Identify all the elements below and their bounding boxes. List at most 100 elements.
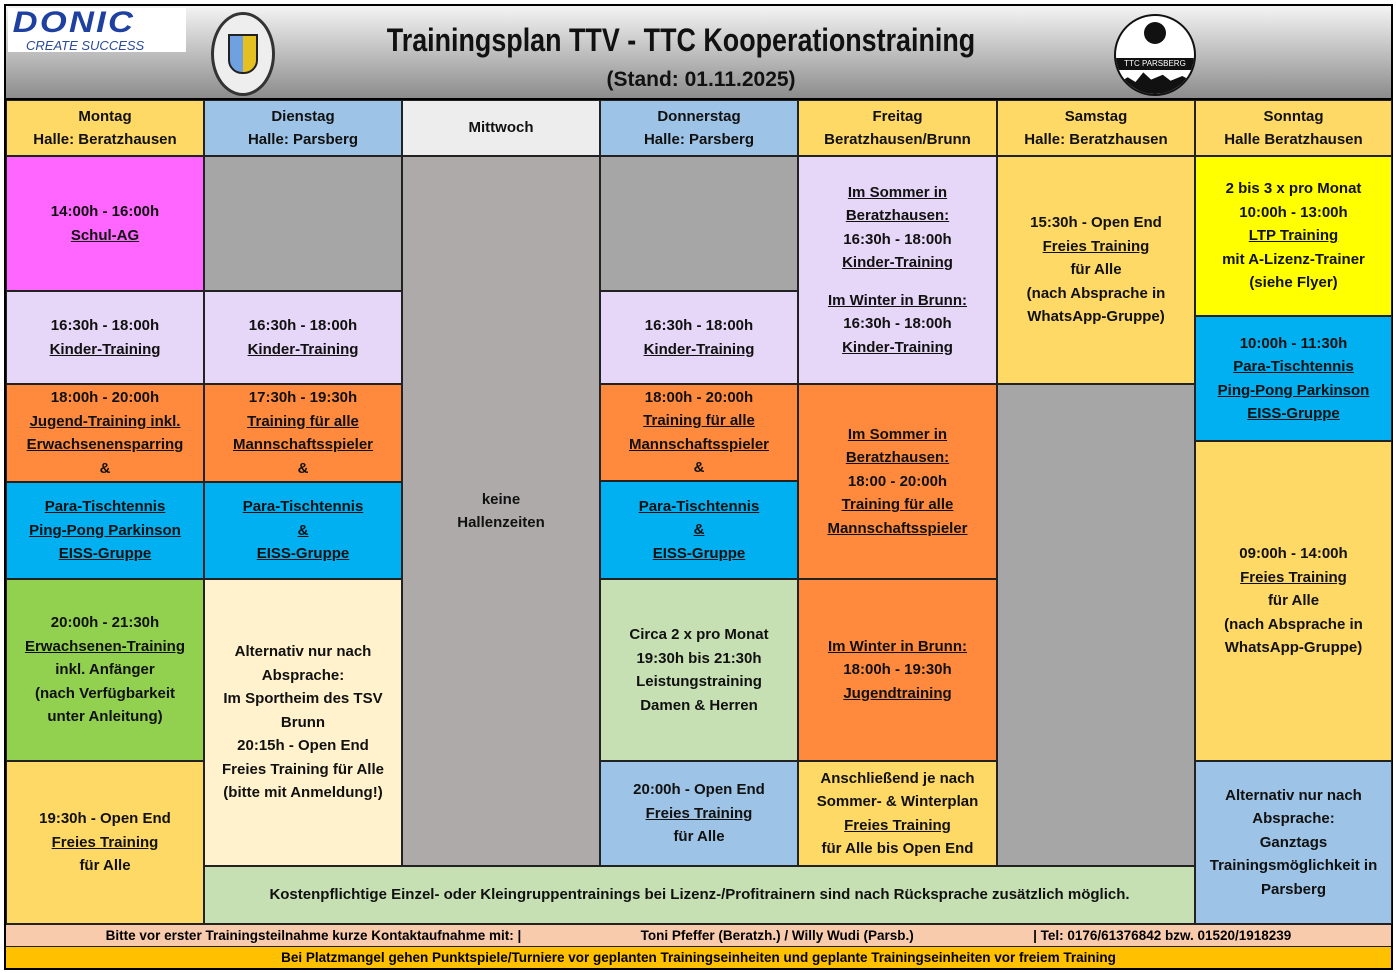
contact-label: Bitte vor erster Trainingsteilnahme kurz… — [105, 928, 522, 943]
cell-line: Freies Training — [844, 816, 951, 834]
cell-line: Alternativ nur nach — [1225, 786, 1362, 804]
cell-line: 16:30h - 18:00h — [843, 315, 952, 333]
cell-line: Erwachsenen-Training — [24, 637, 186, 655]
cell-line: 18:00h - 20:00h — [50, 389, 160, 406]
cell-line: Mannschaftsspieler — [827, 519, 968, 537]
schedule-cell: Para-Tischtennis & EISS-Gruppe — [600, 481, 798, 579]
cell-line: keine — [481, 490, 521, 508]
cell-line: Halle: Parsberg — [643, 131, 755, 148]
cell-line: 19:30h - Open End — [39, 810, 171, 828]
cell-line: Para-Tischtennis — [1233, 358, 1354, 375]
cell-line: & — [693, 521, 705, 539]
cell-line: Freies Training — [645, 804, 753, 822]
cell-line: Im Sportheim des TSV — [223, 690, 383, 708]
cell-line: für Alle — [1070, 261, 1122, 279]
cell-line: Jugend-Training inkl. — [29, 412, 181, 430]
cell-line: für Alle bis Open End — [821, 840, 974, 857]
cell-line: Freies Training — [1240, 568, 1347, 586]
cell-line: Brunn — [280, 713, 326, 731]
donic-slogan: CREATE SUCCESS — [26, 38, 145, 53]
cell-line: 16:30h - 18:00h — [50, 317, 160, 334]
cell-line: Parsberg — [1260, 880, 1327, 898]
cell-line: Im Winter in Brunn: — [827, 291, 968, 309]
cell-line: 09:00h - 14:00h — [1239, 545, 1348, 563]
empty-cell — [204, 156, 402, 291]
cell-line: Im Sommer in — [847, 425, 948, 443]
cell-line: (nach Absprache in — [1224, 615, 1363, 633]
cell-line: 18:00h - 19:30h — [843, 661, 952, 679]
cell-line: Anschließend je nach — [820, 769, 975, 787]
cell-line: 10:00h - 13:00h — [1239, 203, 1348, 221]
cell-line: 18:00 - 20:00h — [847, 472, 948, 490]
cell-line: Alternativ nur nach — [234, 643, 372, 661]
crest-icon — [228, 34, 258, 74]
donic-brand: DONIC — [12, 6, 136, 39]
cell-line: Halle: Beratzhausen — [33, 131, 177, 148]
cell-line: Kinder-Training — [247, 340, 359, 358]
cell-line: Freitag — [872, 107, 923, 125]
cell-line: & — [693, 459, 705, 476]
cell-line: (nach Absprache in — [1026, 284, 1166, 302]
contact-names: Toni Pfeffer (Beratzh.) / Willy Wudi (Pa… — [640, 928, 914, 943]
cell-line: 17:30h - 19:30h — [248, 389, 358, 406]
stand-date: (Stand: 01.11.2025) — [606, 68, 796, 91]
cell-line: Donnerstag — [657, 107, 741, 125]
cell-line: & — [297, 459, 309, 477]
cell-line: inkl. Anfänger — [55, 661, 155, 679]
cell-line: mit A-Lizenz-Trainer — [1222, 250, 1365, 268]
cell-line: 16:30h - 18:00h — [843, 230, 952, 248]
empty-cell — [997, 384, 1195, 866]
cell-line: Beratzhausen/Brunn — [824, 131, 971, 148]
cell-line: Halle: Beratzhausen — [1024, 131, 1168, 148]
cell-line: für Alle — [1267, 592, 1320, 610]
cell-line: Para-Tischtennis — [638, 497, 760, 515]
cell-line: Erwachsenensparring — [26, 436, 184, 453]
cell-line: WhatsApp-Gruppe) — [1224, 639, 1363, 657]
page-title: Trainingsplan TTV - TTC Kooperationstrai… — [386, 22, 976, 58]
cell-line: Dienstag — [271, 107, 335, 125]
skyline-icon — [1116, 72, 1194, 94]
cell-line: Absprache: — [1252, 810, 1335, 828]
ttc-label: TTC PARSBERG — [1116, 58, 1194, 70]
cell-line: 14:00h - 16:00h — [50, 203, 160, 220]
cell-line: (siehe Flyer) — [1249, 274, 1338, 292]
cell-line: EISS-Gruppe — [58, 545, 152, 563]
cell-line: 10:00h - 11:30h — [1239, 334, 1348, 352]
cell-line: Kinder-Training — [49, 340, 161, 358]
cell-line: Sonntag — [1263, 107, 1324, 125]
cell-line: Schul-AG — [70, 226, 140, 244]
cell-line: Absprache: — [261, 666, 345, 684]
cell-line: Im Winter in Brunn: — [827, 637, 968, 655]
cell-line: EISS-Gruppe — [1247, 405, 1340, 422]
cell-line: Training für alle — [643, 412, 755, 429]
cell-line: Ping-Pong Parkinson — [1217, 381, 1370, 399]
cell-line: Freies Training — [1042, 237, 1150, 255]
cell-line: WhatsApp-Gruppe) — [1027, 308, 1165, 326]
cell-line: 16:30h - 18:00h — [644, 317, 754, 334]
cell-line: für Alle — [673, 828, 725, 846]
cell-line: 2 bis 3 x pro Monat — [1225, 180, 1362, 198]
ttc-parsberg-logo: TTC PARSBERG — [1114, 14, 1196, 96]
cell-line: Halle: Parsberg — [247, 131, 359, 148]
cell-line: EISS-Gruppe — [652, 544, 746, 562]
cell-line: Training für alle — [247, 412, 359, 430]
cell-line: Freies Training — [51, 833, 159, 851]
cell-line: 20:00h - 21:30h — [50, 614, 160, 632]
